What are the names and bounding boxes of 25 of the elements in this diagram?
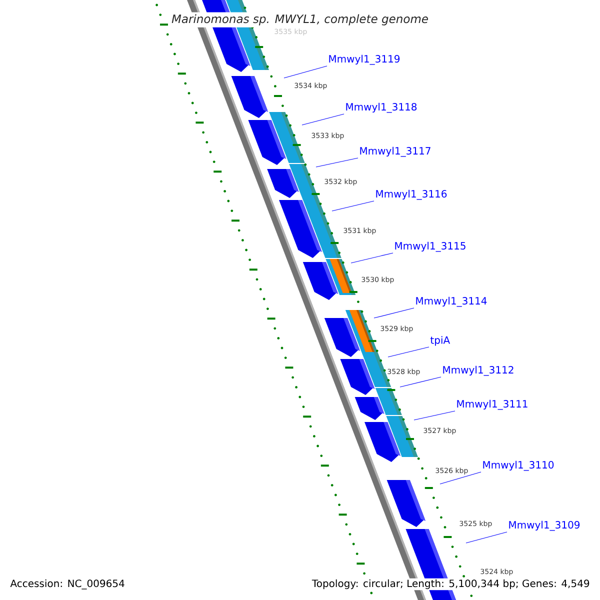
leader-line — [414, 410, 456, 420]
gene-label: Mmwyl1_3116 — [376, 190, 447, 200]
leader-line — [388, 346, 430, 358]
leader-line — [316, 158, 358, 168]
leader-line — [332, 200, 374, 212]
leader-line — [302, 114, 344, 126]
gene-label: Mmwyl1_3115 — [395, 242, 466, 252]
gene-label: tpiA — [430, 336, 450, 346]
gene-label: Mmwyl1_3119 — [329, 54, 400, 65]
gene-label: Mmwyl1_3112 — [443, 366, 514, 376]
gene-label: Mmwyl1_3111 — [457, 400, 528, 410]
gene-label: Mmwyl1_3114 — [416, 296, 487, 307]
gene-label: Mmwyl1_3110 — [483, 460, 554, 471]
leader-line — [440, 472, 482, 484]
leader-line — [466, 532, 508, 544]
gene-label: Mmwyl1_3118 — [346, 102, 417, 113]
leader-line — [374, 308, 414, 318]
accession-text: Accession: NC_009654 — [10, 579, 124, 590]
gene-label: Mmwyl1_3109 — [509, 520, 580, 531]
leader-line — [400, 376, 442, 388]
leader-line — [350, 252, 394, 264]
gene-label: Mmwyl1_3117 — [360, 146, 430, 157]
genome-info-text: Topology: circular; Length: 5,100,344 bp; Genes: 4,549 — [310, 578, 591, 590]
leader-line — [284, 66, 328, 78]
title: Marinomonas sp. MWYL1, complete genome — [170, 12, 430, 28]
